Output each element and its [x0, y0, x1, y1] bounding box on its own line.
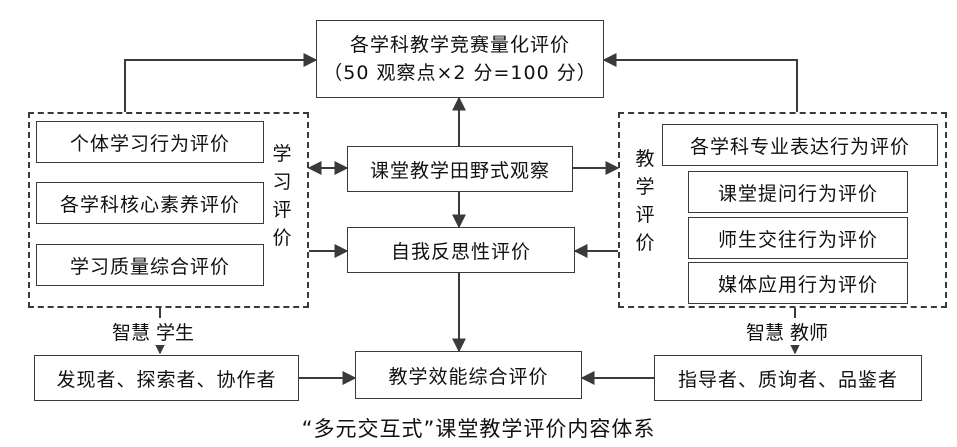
teaching-competition-box: 各学科教学竞赛量化评价 （50 观察点×2 分=100 分） — [316, 20, 604, 98]
label-char: 评 — [635, 204, 655, 226]
learning-item-label: 各学科核心素养评价 — [59, 193, 240, 216]
teaching-item-box: 各学科专业表达行为评价 — [662, 124, 938, 166]
learning-evaluation-group — [28, 112, 309, 308]
arrow-left-group-to-title — [124, 53, 318, 112]
competition-title: 各学科教学竞赛量化评价 — [349, 34, 570, 56]
teaching-item-box: 媒体应用行为评价 — [688, 262, 908, 304]
label-char: 学 — [635, 176, 655, 198]
learning-item-box: 学习质量综合评价 — [36, 244, 264, 286]
teaching-item-label: 师生交往行为评价 — [717, 228, 878, 251]
self-reflection-label: 自我反思性评价 — [390, 240, 531, 263]
learning-item-box: 个体学习行为评价 — [36, 121, 264, 163]
field-observation-label: 课堂教学田野式观察 — [369, 159, 550, 182]
self-reflection-box: 自我反思性评价 — [347, 227, 575, 273]
figure-caption: “多元交互式”课堂教学评价内容体系 — [301, 417, 656, 441]
teacher-roles-label: 指导者、质询者、品鉴者 — [677, 368, 898, 391]
learning-item-box: 各学科核心素养评价 — [36, 182, 264, 224]
learning-item-label: 个体学习行为评价 — [69, 132, 230, 155]
student-roles-box: 发现者、探索者、协作者 — [34, 355, 299, 401]
label-char: 教 — [635, 148, 655, 170]
teaching-item-label: 各学科专业表达行为评价 — [689, 135, 910, 158]
comprehensive-evaluation-label: 教学效能综合评价 — [388, 365, 549, 388]
teaching-item-box: 课堂提问行为评价 — [688, 171, 908, 213]
competition-score-note: （50 观察点×2 分=100 分） — [323, 62, 597, 84]
teaching-item-label: 媒体应用行为评价 — [717, 273, 878, 296]
teaching-evaluation-group — [618, 112, 947, 308]
learning-evaluation-label: 学 习 评 价 — [270, 140, 294, 252]
teaching-evaluation-label: 教 学 评 价 — [633, 145, 657, 257]
comprehensive-evaluation-box: 教学效能综合评价 — [355, 351, 582, 399]
teaching-item-label: 课堂提问行为评价 — [717, 182, 878, 205]
smart-teachers-label: 智慧 教师 — [746, 318, 829, 345]
field-observation-box: 课堂教学田野式观察 — [347, 146, 573, 192]
learning-item-label: 学习质量综合评价 — [69, 255, 230, 278]
label-char: 习 — [272, 171, 292, 193]
student-roles-label: 发现者、探索者、协作者 — [56, 368, 277, 391]
label-char: 价 — [272, 227, 292, 249]
label-char: 评 — [272, 199, 292, 221]
smart-students-label: 智慧 学生 — [112, 318, 195, 345]
label-char: 价 — [635, 232, 655, 254]
label-char: 学 — [272, 143, 292, 165]
teaching-item-box: 师生交往行为评价 — [688, 217, 908, 259]
teacher-roles-box: 指导者、质询者、品鉴者 — [654, 355, 922, 401]
arrow-right-group-to-title — [602, 53, 798, 112]
